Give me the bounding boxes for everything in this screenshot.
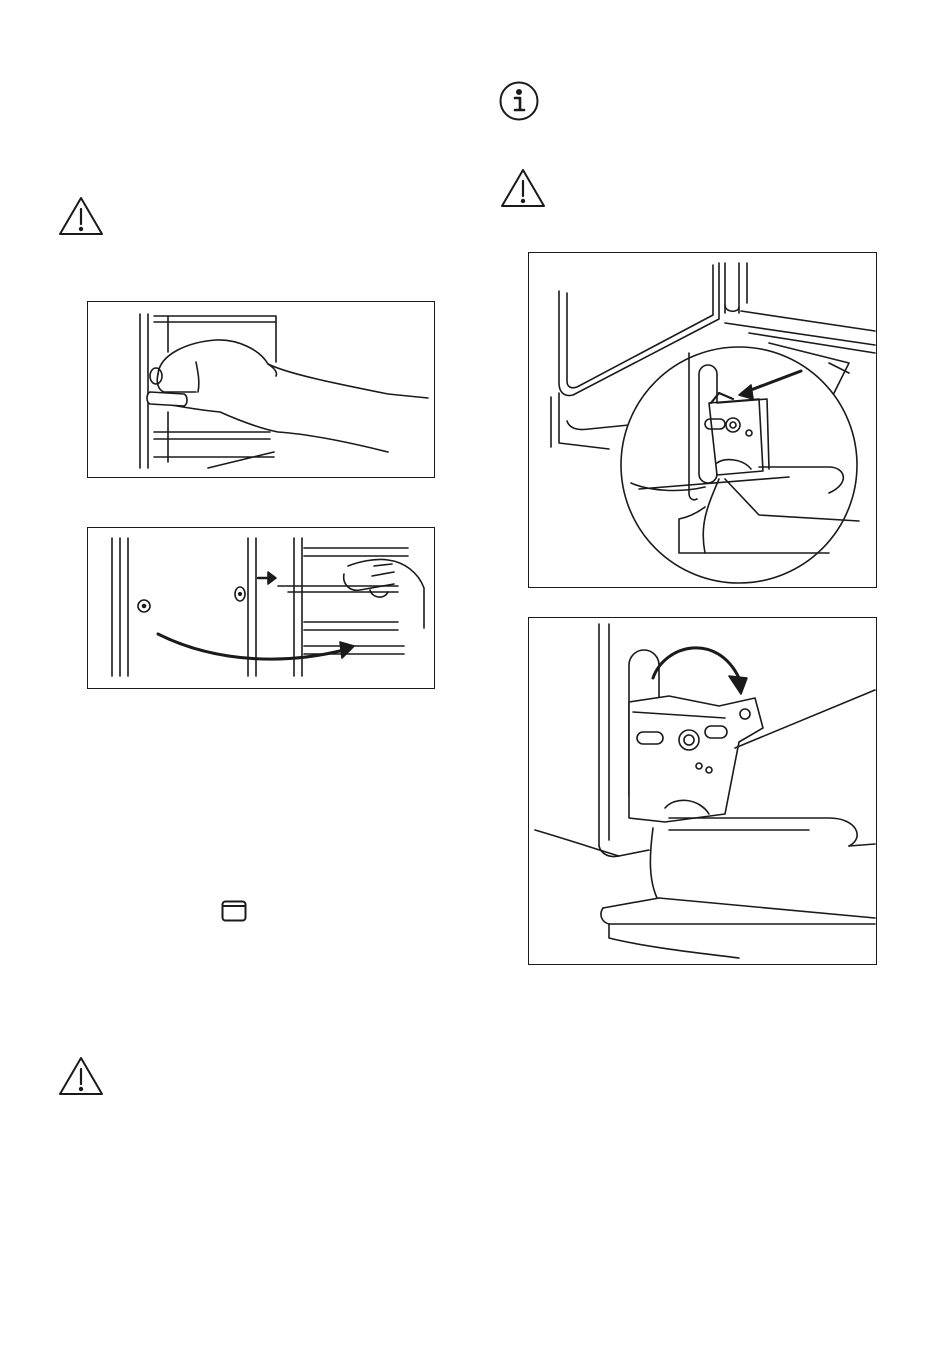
oven-lamp-symbol-icon (221, 900, 247, 922)
figure-door-hinge-detail (528, 252, 877, 588)
warning-triangle-icon (57, 195, 105, 237)
figure-hinge-lever-rotation (528, 617, 877, 965)
warning-triangle-icon (57, 1055, 105, 1097)
figure-shelf-support-pulled (87, 527, 435, 689)
info-circle-icon (498, 80, 540, 122)
figure-remove-shelf-support (87, 301, 435, 478)
warning-triangle-icon (499, 167, 547, 209)
